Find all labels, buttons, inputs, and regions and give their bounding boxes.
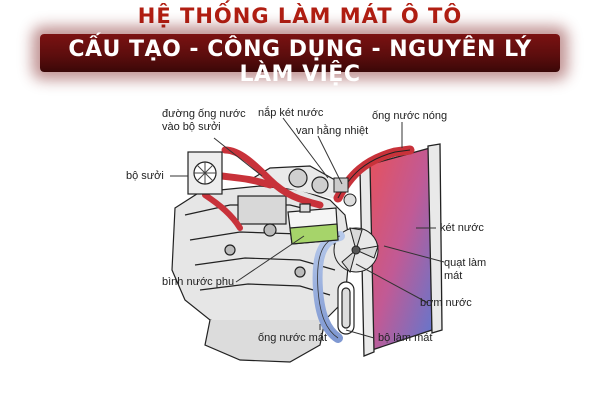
cooler [337,281,355,335]
label-radiator: két nước [440,222,484,234]
label-fan-line2: mát [444,270,463,282]
label-fan: quạt làm mát [444,257,486,283]
heater-hose-2 [221,146,324,209]
heater-hose-3 [202,192,243,231]
fan [333,227,379,274]
label-reservoir: bình nước phụ [162,276,235,288]
label-heater: bộ sưởi [126,170,164,182]
label-hot-hose: ống nước nóng [372,110,448,122]
label-cooler: bộ làm mát [378,332,433,344]
page-subtitle: CẤU TẠO - CÔNG DỤNG - NGUYÊN LÝ LÀM VIỆC [68,37,532,87]
reservoir [287,203,339,245]
label-cool-hose: ống nước mát [258,332,327,344]
subtitle-bar [40,34,560,72]
heater [187,151,223,195]
thermostat [333,177,357,207]
leader-lines [170,117,445,339]
label-heater-hose-line2: vào bộ sưởi [162,121,221,133]
label-heater-hose: đường ống nước vào bộ sưởi [162,108,246,134]
label-radiator-cap: nắp két nước [258,107,324,119]
label-water-pump: bơm nước [420,297,472,309]
page-title: HỆ THỐNG LÀM MÁT Ô TÔ [137,4,463,28]
label-thermostat: van hằng nhiệt [296,125,369,137]
label-fan-line1: quạt làm [444,257,487,269]
label-heater-hose-line1: đường ống nước [162,108,246,120]
